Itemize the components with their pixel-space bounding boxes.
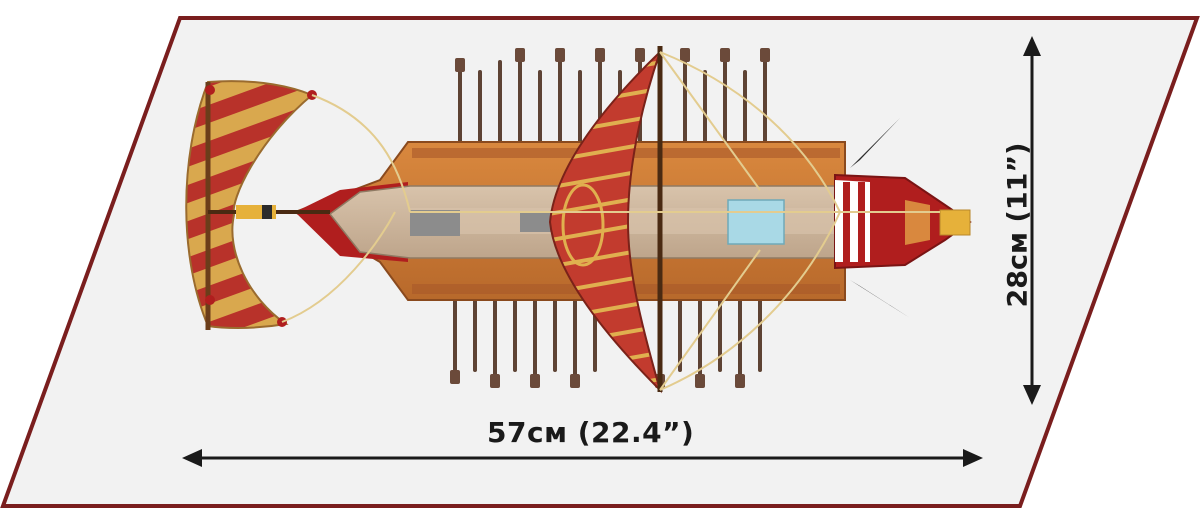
main-sail [548,46,663,394]
height-dimension-label: 28см (11”) [1002,142,1034,308]
length-dimension-arrow [182,449,983,467]
height-dimension-arrow [1023,36,1041,405]
length-dimension-label: 57см (22.4”) [487,416,695,449]
rigging [281,51,940,391]
